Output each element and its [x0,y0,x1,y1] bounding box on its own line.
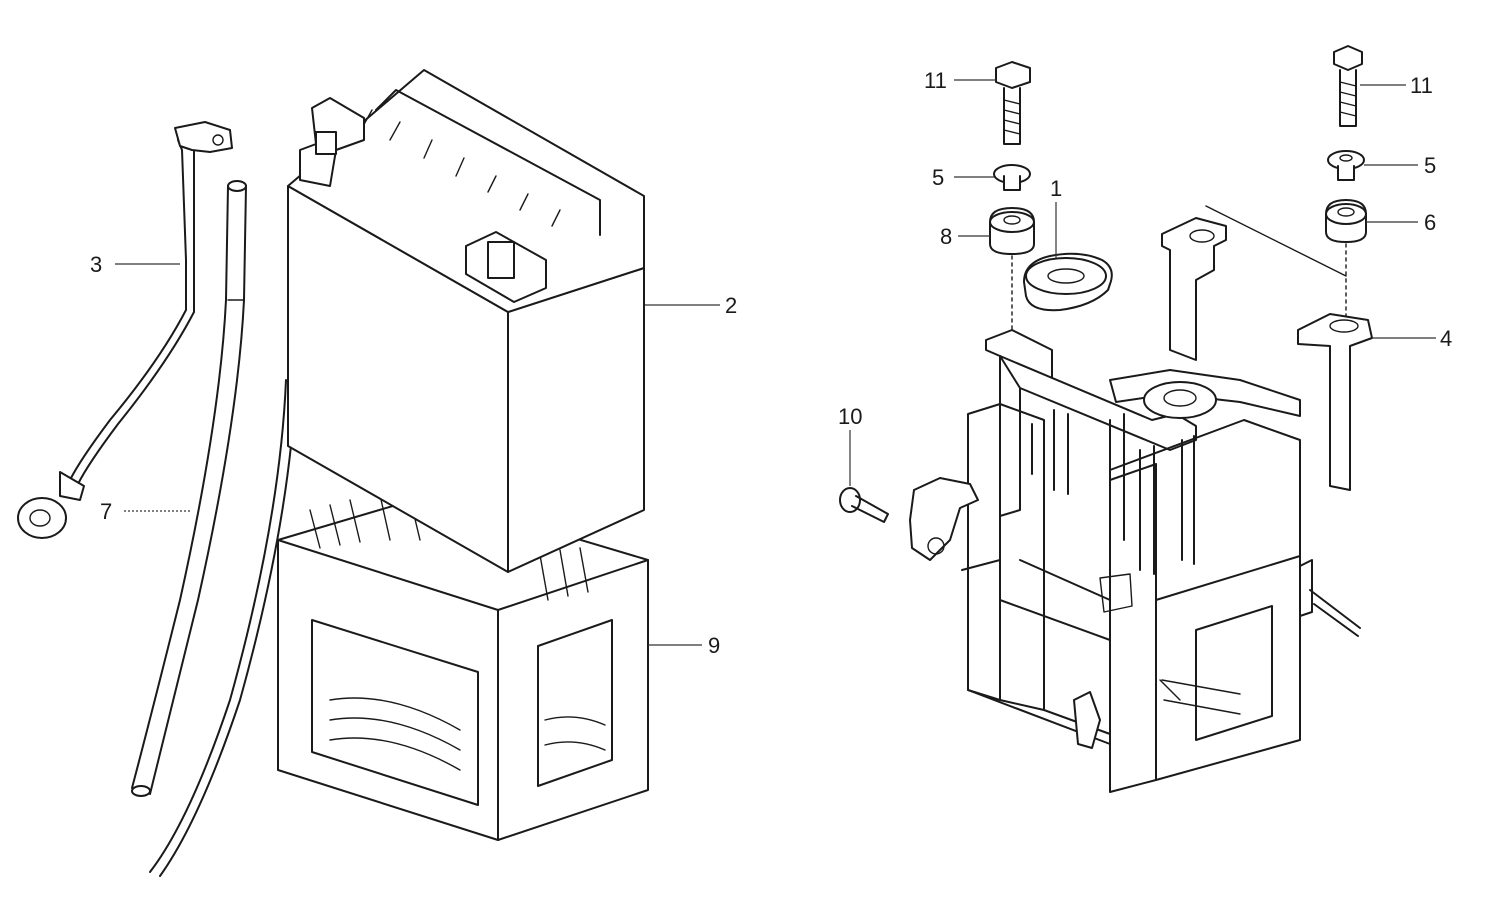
callout-part-7: 7 [100,499,112,524]
collar-part-5-right [1327,150,1365,181]
callout-part-8: 8 [940,224,952,249]
rubber-mount-part-6 [1325,199,1367,243]
callout-part-2: 2 [725,293,737,318]
callout-part-9: 9 [708,633,720,658]
callout-part-10: 10 [838,404,862,429]
bolt-part-11-left [995,61,1031,145]
grommet-part-1 [1023,252,1113,312]
callout-part-5-right: 5 [1424,153,1436,178]
rubber-mount-part-8 [989,207,1035,255]
battery-part-2 [287,69,645,573]
callout-part-3: 3 [90,252,102,277]
callout-part-11-right: 11 [1410,73,1433,98]
callout-labels: 3 7 2 9 11 11 5 5 8 6 1 4 10 [90,68,1452,658]
callout-part-4: 4 [1440,326,1452,351]
collar-part-5-left [993,164,1031,191]
bolt-part-11-right [1333,45,1363,127]
leader-lines [115,79,1436,646]
callout-part-5-left: 5 [932,165,944,190]
callout-part-1: 1 [1050,176,1062,201]
battery-box-part-9 [277,494,649,841]
battery-holder-frame-part-4 [909,205,1373,793]
callout-part-11-left: 11 [924,68,947,93]
screw-part-10 [839,487,889,523]
callout-part-6: 6 [1424,210,1436,235]
battery-cable-part-3 [17,121,233,539]
breather-tube-part-7 [131,180,297,877]
